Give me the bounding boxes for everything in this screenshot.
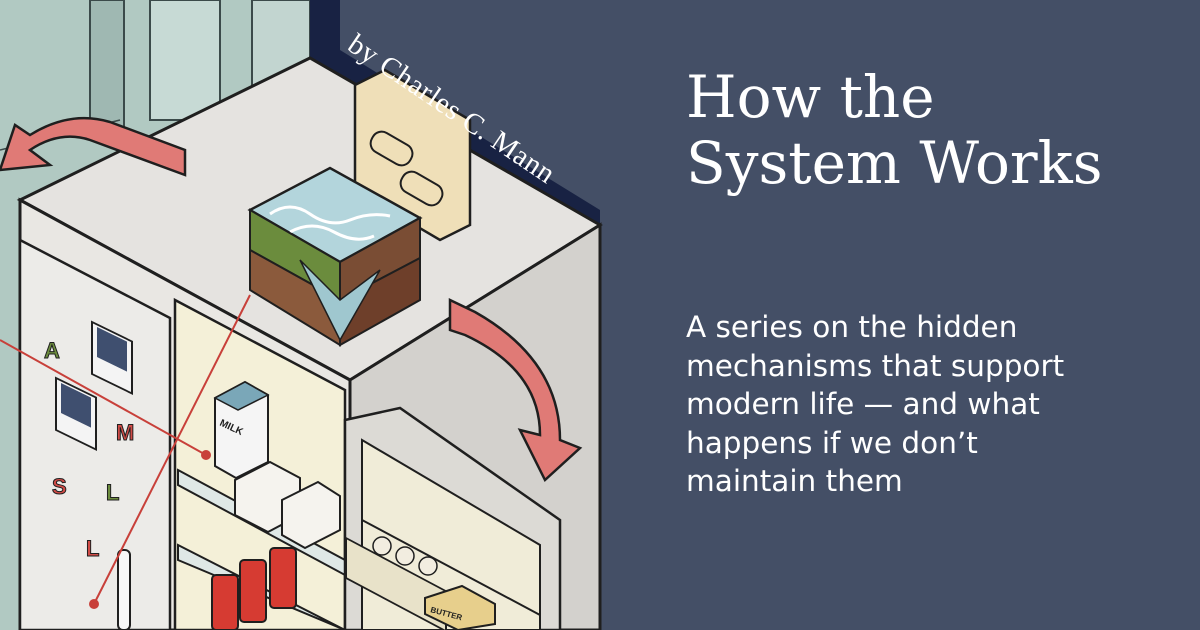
subtitle-line: A series on the hidden: [686, 310, 1018, 344]
subtitle-line: modern life — and what: [686, 387, 1040, 421]
subtitle-line: mechanisms that support: [686, 348, 1065, 383]
flow-arrow-left: [0, 116, 187, 177]
flow-arrow-down: [448, 298, 583, 483]
page-title: How the System Works: [686, 64, 1186, 196]
subtitle-line: maintain them: [686, 464, 903, 498]
subtitle-line: happens if we don’t: [686, 425, 978, 460]
takeout-box: [281, 480, 341, 550]
magnet-letter: L: [86, 536, 99, 561]
subtitle: A series on the hidden mechanisms that s…: [686, 308, 1186, 501]
magnet-letter: A: [44, 338, 60, 363]
magnet-letter: S: [52, 474, 67, 499]
magnet-letter: M: [116, 420, 134, 445]
title-line: System Works: [686, 129, 1103, 197]
soda-can: [211, 574, 239, 630]
title-line: How the: [686, 63, 935, 131]
magnet-letter: L: [106, 480, 119, 505]
soda-can: [269, 547, 297, 609]
soda-can: [239, 559, 267, 623]
butter: [424, 584, 496, 630]
door-handle: [117, 549, 131, 630]
